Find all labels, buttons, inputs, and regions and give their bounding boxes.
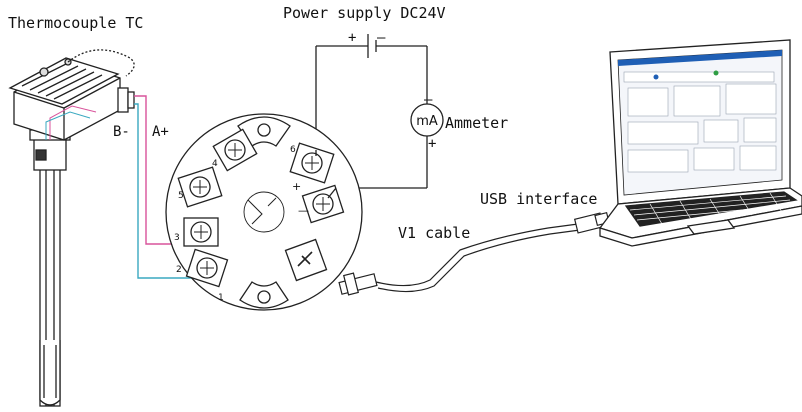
thermocouple-probe: [8, 49, 135, 407]
terminal-numbers: 1 2 3 4 5 6: [174, 145, 296, 303]
meter-plus-label: +: [428, 136, 437, 152]
psu-plus-label: +: [348, 30, 357, 46]
svg-text:3: 3: [174, 233, 180, 243]
meter-minus-label: —: [424, 92, 433, 108]
ammeter-label: Ammeter: [445, 114, 509, 132]
power-supply-label: Power supply DC24V: [283, 4, 446, 22]
thermocouple-label: Thermocouple TC: [8, 14, 144, 32]
software-window: [623, 71, 777, 173]
svg-text:1: 1: [218, 293, 224, 303]
transmitter-module: [165, 113, 363, 311]
b-minus-label: B-: [113, 124, 130, 140]
a-plus-label: A+: [152, 124, 169, 140]
ammeter-unit-text: mA: [416, 114, 438, 129]
svg-text:2: 2: [176, 265, 182, 275]
usb-interface-label: USB interface: [480, 190, 598, 208]
svg-text:5: 5: [178, 191, 184, 201]
svg-text:6: 6: [290, 145, 296, 155]
transmitter-minus-mark: —: [298, 204, 309, 217]
svg-text:4: 4: [212, 159, 218, 169]
psu-minus-label: —: [377, 30, 386, 46]
v1-cable-label: V1 cable: [398, 224, 471, 242]
laptop: [598, 39, 802, 247]
usb-cable: [338, 211, 610, 296]
transmitter-plus-mark: +: [292, 180, 301, 193]
